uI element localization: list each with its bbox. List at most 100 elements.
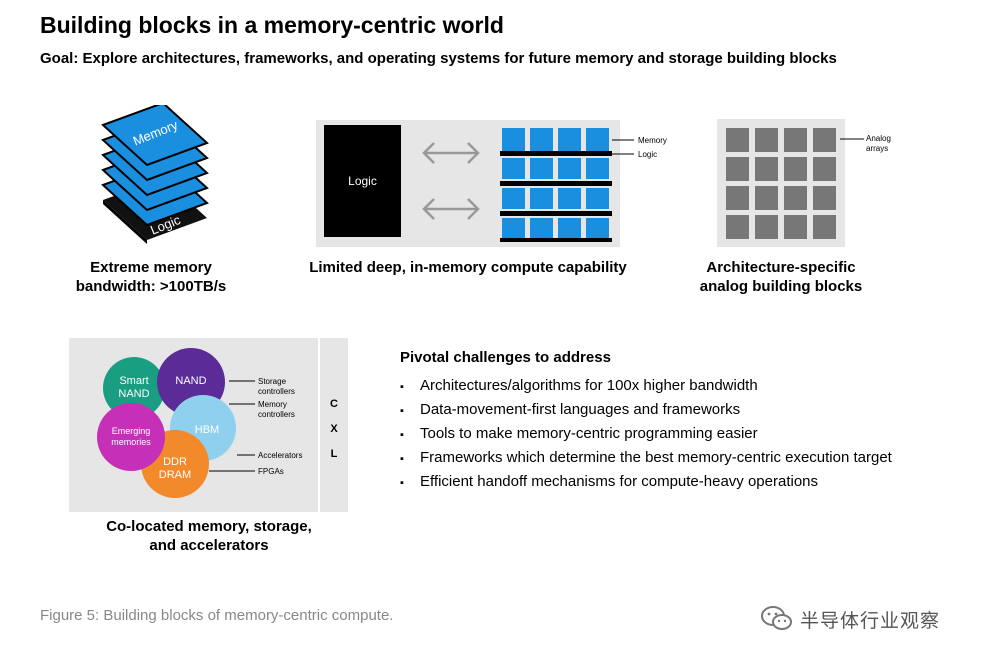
page-title: Building blocks in a memory-centric worl… — [40, 12, 504, 38]
hbm-label: HBM — [195, 424, 219, 436]
bullet-icon: ▪ — [400, 453, 404, 465]
grid-leader-lines — [612, 139, 634, 155]
analog-cell — [755, 215, 778, 239]
logic-die: Logic — [324, 125, 401, 237]
memory-circles-diagram: Smart NAND NAND HBM DDR DRAM Emerging me… — [97, 348, 302, 498]
analog-cell — [726, 128, 749, 152]
logic-strip — [500, 238, 612, 242]
logic-strip — [500, 181, 612, 186]
stack-caption-line1: Extreme memory — [90, 259, 212, 276]
logic-strip — [500, 211, 612, 216]
analog-cell — [755, 128, 778, 152]
analog-annotation-line2: arrays — [866, 144, 889, 153]
circle-leader-lines — [209, 380, 255, 472]
challenge-text: Frameworks which determine the best memo… — [420, 449, 892, 466]
colocated-caption-line1: Co-located memory, storage, — [106, 518, 312, 535]
cxl-letter: X — [330, 423, 338, 435]
storage-annotation-line1: Storage — [258, 377, 287, 386]
emerging-line2: memories — [111, 437, 151, 447]
logic-strip — [500, 151, 612, 156]
cxl-letter: L — [330, 448, 338, 460]
bullet-icon: ▪ — [400, 381, 404, 393]
smart-nand-line2: NAND — [118, 388, 149, 400]
challenges-title: Pivotal challenges to address — [400, 349, 611, 366]
memory-cell — [558, 218, 581, 238]
logic-annotation: Logic — [638, 150, 658, 159]
memory-cell — [502, 158, 525, 179]
analog-cell — [755, 157, 778, 181]
accelerators-annotation: Accelerators — [258, 451, 302, 460]
list-item: ▪ Tools to make memory-centric programmin… — [400, 424, 892, 448]
memory-logic-grid — [500, 126, 612, 242]
analog-annotation-line1: Analog — [866, 134, 891, 143]
goal-subtitle: Goal: Explore architectures, frameworks,… — [40, 50, 837, 67]
double-arrow-icon — [422, 142, 480, 164]
memory-annotation: Memory — [638, 136, 667, 145]
colocated-caption: Co-located memory, storage, and accelera… — [68, 517, 350, 555]
memory-cell — [586, 218, 609, 238]
memory-cell — [502, 218, 525, 238]
analog-caption-line2: analog building blocks — [699, 278, 863, 295]
compute-caption: Limited deep, in-memory compute capabili… — [309, 259, 627, 276]
analog-array-grid — [724, 126, 840, 242]
ddr-line2: DRAM — [159, 469, 191, 481]
list-item: ▪ Frameworks which determine the best mem… — [400, 448, 892, 472]
analog-caption-line1: Architecture-specific — [706, 259, 856, 276]
analog-cell — [813, 128, 836, 152]
memory-cell — [558, 128, 581, 151]
memory-annotation-line2: controllers — [258, 410, 295, 419]
analog-cell — [784, 215, 807, 239]
challenge-text: Efficient handoff mechanisms for compute… — [420, 473, 818, 490]
emerging-line1: Emerging — [112, 426, 151, 436]
cxl-letter: C — [330, 398, 338, 410]
smart-nand-line1: Smart — [119, 375, 148, 387]
memory-cell — [530, 128, 553, 151]
analog-cell — [813, 215, 836, 239]
list-item: ▪ Efficient handoff mechanisms for comput… — [400, 472, 892, 496]
analog-cell — [784, 128, 807, 152]
bullet-icon: ▪ — [400, 405, 404, 417]
memory-cell — [558, 188, 581, 209]
analog-caption: Architecture-specific analog building bl… — [672, 258, 890, 296]
figure-caption: Figure 5: Building blocks of memory-cent… — [40, 607, 394, 624]
analog-cell — [755, 186, 778, 210]
memory-cell — [502, 128, 525, 151]
stack-caption-line2: bandwidth: >100TB/s — [75, 278, 227, 295]
wechat-icon — [761, 606, 792, 630]
analog-annotation: Analog arrays — [866, 134, 891, 154]
analog-cell — [726, 215, 749, 239]
memory-annotation-line1: Memory — [258, 400, 287, 409]
stack-caption: Extreme memory bandwidth: >100TB/s — [40, 258, 262, 296]
ddr-line1: DDR — [163, 456, 187, 468]
challenge-text: Architectures/algorithms for 100x higher… — [420, 377, 758, 394]
analog-cell — [813, 186, 836, 210]
analog-cell — [784, 157, 807, 181]
memory-cell — [586, 188, 609, 209]
memory-cell — [530, 188, 553, 209]
fpgas-annotation: FPGAs — [258, 467, 284, 476]
cxl-label: C X L — [320, 392, 348, 467]
memory-stack-diagram: Memory Logic — [101, 105, 209, 244]
analog-cell — [813, 157, 836, 181]
watermark-text: 半导体行业观察 — [800, 611, 941, 632]
challenge-text: Data-movement-first languages and framew… — [420, 401, 741, 418]
colocated-caption-line2: and accelerators — [149, 537, 269, 554]
memory-cell — [586, 128, 609, 151]
analog-cell — [726, 157, 749, 181]
storage-annotation-line2: controllers — [258, 387, 295, 396]
list-item: ▪ Data-movement-first languages and frame… — [400, 400, 892, 424]
list-item: ▪ Architectures/algorithms for 100x highe… — [400, 376, 892, 400]
memory-cell — [558, 158, 581, 179]
memory-layers — [101, 105, 209, 227]
challenge-text: Tools to make memory-centric programming… — [420, 425, 758, 442]
memory-cell — [530, 218, 553, 238]
analog-cell — [784, 186, 807, 210]
smart-nand-circle — [103, 357, 165, 419]
analog-cell — [726, 186, 749, 210]
bullet-icon: ▪ — [400, 477, 404, 489]
bullet-icon: ▪ — [400, 429, 404, 441]
data-arrows — [422, 142, 480, 220]
emerging-memories-circle — [97, 403, 165, 471]
challenges-list: ▪ Architectures/algorithms for 100x highe… — [400, 376, 892, 496]
double-arrow-icon — [422, 198, 480, 220]
